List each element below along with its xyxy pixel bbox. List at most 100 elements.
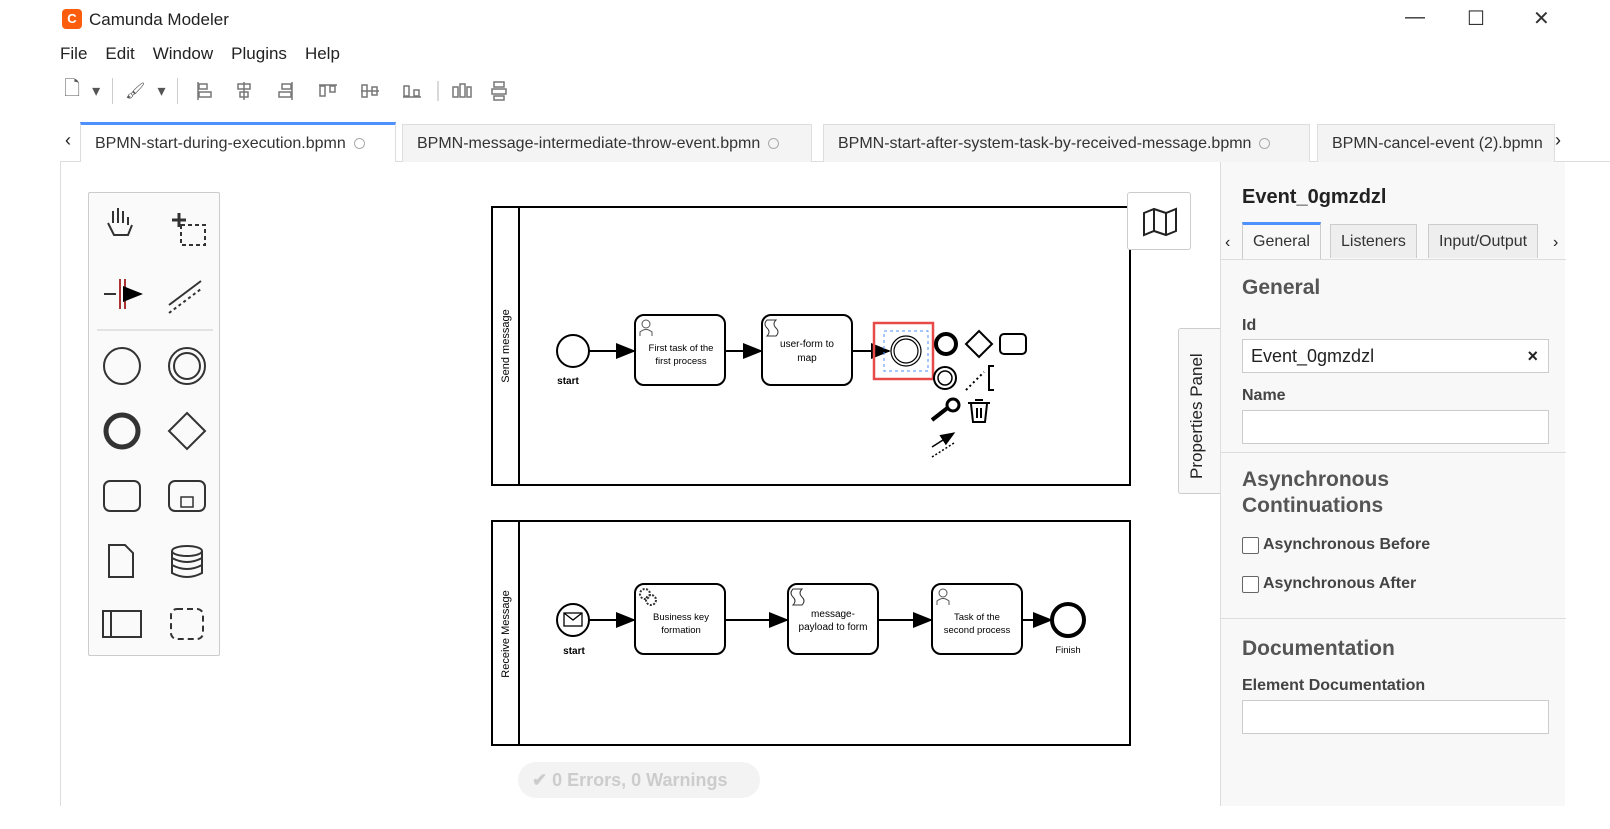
align-right-icon[interactable]	[278, 82, 294, 100]
global-connect-tool-icon[interactable]	[168, 280, 202, 314]
tab-close-icon[interactable]	[353, 138, 365, 150]
checkbox[interactable]	[1242, 575, 1259, 593]
tab-message-intermediate-throw-event[interactable]: BPMN-message-intermediate-throw-event.bp…	[402, 124, 812, 162]
new-file-icon[interactable]: 🗋	[64, 78, 81, 100]
append-task-icon[interactable]	[999, 333, 1027, 355]
lint-status[interactable]: ✔ 0 Errors, 0 Warnings	[518, 762, 760, 798]
append-end-event-icon[interactable]	[934, 332, 958, 356]
id-input[interactable]: Event_0gmzdzl×	[1242, 339, 1549, 373]
menu-plugins[interactable]: Plugins	[231, 44, 287, 63]
menu-help[interactable]: Help	[304, 44, 340, 63]
create-subprocess-icon[interactable]	[168, 480, 206, 512]
gear-icon	[639, 588, 657, 606]
maximize-button[interactable]: ☐	[1467, 8, 1485, 30]
align-bottom-icon[interactable]	[403, 85, 422, 98]
align-middle-icon[interactable]	[361, 84, 380, 98]
user-icon	[936, 588, 950, 605]
checkbox[interactable]	[1242, 536, 1259, 554]
tab-start-after-system-task[interactable]: BPMN-start-after-system-task-by-received…	[823, 124, 1310, 162]
create-intermediate-event-icon[interactable]	[168, 347, 206, 385]
general-heading: General	[1242, 276, 1321, 299]
distribute-horizontal-icon[interactable]	[452, 83, 473, 98]
align-left-icon[interactable]	[197, 82, 213, 100]
connect-icon[interactable]	[931, 432, 956, 458]
map-icon	[1143, 207, 1177, 237]
task-label: user-form to	[780, 339, 834, 350]
lasso-tool-icon[interactable]	[172, 213, 206, 246]
menu-window[interactable]: Window	[152, 44, 214, 63]
end-event[interactable]	[1050, 602, 1086, 638]
tab-listeners[interactable]: Listeners	[1330, 224, 1417, 258]
align-center-icon[interactable]	[237, 82, 252, 100]
checkbox-label: Asynchronous After	[1263, 575, 1417, 592]
pool-receive-message[interactable]	[491, 520, 1131, 746]
camunda-logo: C	[62, 9, 82, 29]
context-pad	[930, 329, 1027, 458]
props-tabs-scroll-left[interactable]: ‹	[1225, 234, 1231, 251]
task-label: payload to form	[799, 622, 868, 633]
create-end-event-icon[interactable]	[103, 412, 141, 450]
create-start-event-icon[interactable]	[103, 347, 141, 385]
tab-general[interactable]: General	[1242, 222, 1321, 259]
append-intermediate-event-icon[interactable]	[933, 366, 957, 390]
pool-send-message[interactable]	[491, 206, 1131, 486]
bpmn-diagram: Send message start First task of the fir…	[491, 206, 1131, 746]
properties-panel-toggle[interactable]: Properties Panel	[1178, 328, 1220, 494]
async-after-checkbox[interactable]: Asynchronous After	[1242, 575, 1416, 593]
element-documentation-label: Element Documentation	[1242, 677, 1426, 694]
create-task-icon[interactable]	[103, 480, 141, 512]
documentation-heading: Documentation	[1242, 637, 1395, 660]
tab-close-icon[interactable]	[768, 138, 780, 150]
start-event[interactable]	[556, 334, 590, 368]
create-data-store-icon[interactable]	[171, 545, 203, 578]
tab-cancel-event[interactable]: BPMN-cancel-event (2).bpmn	[1317, 124, 1555, 162]
create-pool-icon[interactable]	[102, 610, 142, 638]
create-gateway-icon[interactable]	[167, 411, 207, 451]
task-label: second process	[944, 625, 1011, 636]
tab-label: BPMN-cancel-event (2).bpmn	[1332, 135, 1543, 152]
tab-close-icon[interactable]	[1259, 138, 1271, 150]
new-file-dropdown[interactable]: ▾	[92, 83, 101, 100]
title-bar: C Camunda Modeler — ☐ ✕	[0, 0, 1610, 40]
element-documentation-input[interactable]	[1242, 700, 1549, 734]
user-icon	[639, 319, 653, 336]
hand-tool-icon[interactable]	[107, 208, 133, 236]
task-label: message-	[811, 609, 855, 620]
space-tool-icon[interactable]	[104, 279, 141, 309]
async-heading-2: Continuations	[1242, 494, 1384, 517]
wrench-icon[interactable]	[930, 397, 961, 422]
menu-file[interactable]: File	[60, 44, 88, 63]
minimap-toggle[interactable]	[1127, 192, 1191, 250]
align-top-icon[interactable]	[319, 84, 338, 97]
tab-label: BPMN-start-after-system-task-by-received…	[838, 135, 1252, 152]
clear-id-button[interactable]: ×	[1527, 346, 1538, 366]
properties-panel: Event_0gmzdzl ‹ General Listeners Input/…	[1220, 162, 1566, 806]
trash-icon[interactable]	[968, 399, 990, 423]
checkbox-label: Asynchronous Before	[1263, 536, 1431, 553]
tabs-scroll-left[interactable]: ‹	[65, 130, 71, 150]
create-group-icon[interactable]	[170, 608, 204, 640]
close-button[interactable]: ✕	[1533, 8, 1550, 30]
tab-label: BPMN-start-during-execution.bpmn	[95, 135, 346, 152]
tab-input-output[interactable]: Input/Output	[1428, 224, 1539, 258]
paint-icon[interactable]: 🖌	[125, 83, 146, 100]
script-task[interactable]	[761, 314, 853, 386]
menu-edit[interactable]: Edit	[105, 44, 135, 63]
minimize-button[interactable]: —	[1405, 6, 1425, 28]
tab-start-during-execution[interactable]: BPMN-start-during-execution.bpmn	[80, 122, 396, 163]
script-icon	[764, 319, 779, 337]
async-before-checkbox[interactable]: Asynchronous Before	[1242, 536, 1430, 554]
start-label: start	[557, 376, 579, 387]
task-label: First task of the	[649, 343, 714, 354]
name-input[interactable]	[1242, 410, 1549, 444]
text-annotation-icon[interactable]	[965, 365, 994, 391]
props-tabs-scroll-right[interactable]: ›	[1553, 234, 1559, 251]
tab-label: BPMN-message-intermediate-throw-event.bp…	[417, 135, 761, 152]
create-data-object-icon[interactable]	[108, 544, 134, 578]
intermediate-event-selected[interactable]	[890, 335, 922, 367]
paint-dropdown[interactable]: ▾	[157, 83, 166, 100]
distribute-vertical-icon[interactable]	[491, 81, 508, 101]
tabs-scroll-right[interactable]: ›	[1555, 130, 1561, 150]
append-gateway-icon[interactable]	[964, 329, 994, 359]
lint-status-text: 0 Errors, 0 Warnings	[552, 770, 728, 790]
